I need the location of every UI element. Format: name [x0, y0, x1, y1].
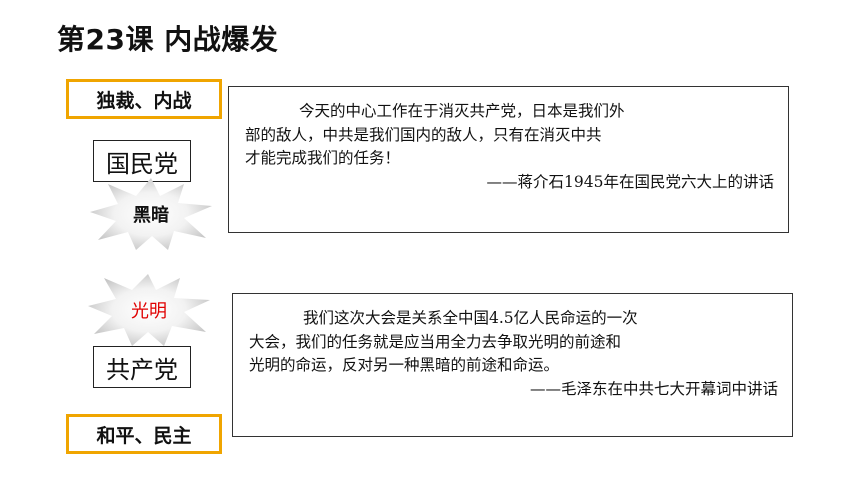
cpc-quote-line: 我们这次大会是关系全中国4.5亿人民命运的一次 [303, 309, 638, 327]
kmt-quote-source: ——蒋介石1945年在国民党六大上的讲话 [486, 172, 774, 191]
cpc-quote-source: ——毛泽东在中共七大开幕词中讲话 [529, 379, 778, 398]
cpc-party-box: 共产党 [93, 346, 191, 388]
kmt-quote-line: 才能完成我们的任务！ [245, 149, 401, 167]
dark-burst: 黑暗 [86, 176, 216, 252]
light-burst-label: 光明 [131, 301, 167, 322]
dark-burst-label: 黑暗 [133, 205, 169, 226]
light-burst-shape [88, 274, 210, 346]
cpc-quote-box: 我们这次大会是关系全中国4.5亿人民命运的一次 大会，我们的任务就是应当用全力去… [232, 293, 793, 437]
cpc-tag: 和平、民主 [66, 414, 222, 454]
light-burst: 光明 [84, 272, 214, 348]
cpc-party-label: 共产党 [106, 355, 178, 384]
kmt-tag-label: 独裁、内战 [96, 89, 192, 112]
kmt-party-label: 国民党 [106, 149, 178, 178]
page-title: 第23课 内战爆发 [57, 23, 279, 56]
kmt-party-box: 国民党 [93, 140, 191, 182]
kmt-quote-box: 今天的中心工作在于消灭共产党，日本是我们外 部的敌人，中共是我们国内的敌人，只有… [228, 86, 789, 233]
cpc-quote-line: 光明的命运，反对另一种黑暗的前途和命运。 [249, 356, 560, 374]
dark-burst-shape [90, 178, 212, 250]
kmt-quote-line: 部的敌人，中共是我们国内的敌人，只有在消灭中共 [245, 125, 602, 144]
cpc-quote-line: 大会，我们的任务就是应当用全力去争取光明的前途和 [249, 332, 622, 351]
cpc-tag-label: 和平、民主 [96, 424, 192, 447]
kmt-tag: 独裁、内战 [66, 79, 222, 119]
kmt-quote-line: 今天的中心工作在于消灭共产党，日本是我们外 [299, 102, 625, 120]
